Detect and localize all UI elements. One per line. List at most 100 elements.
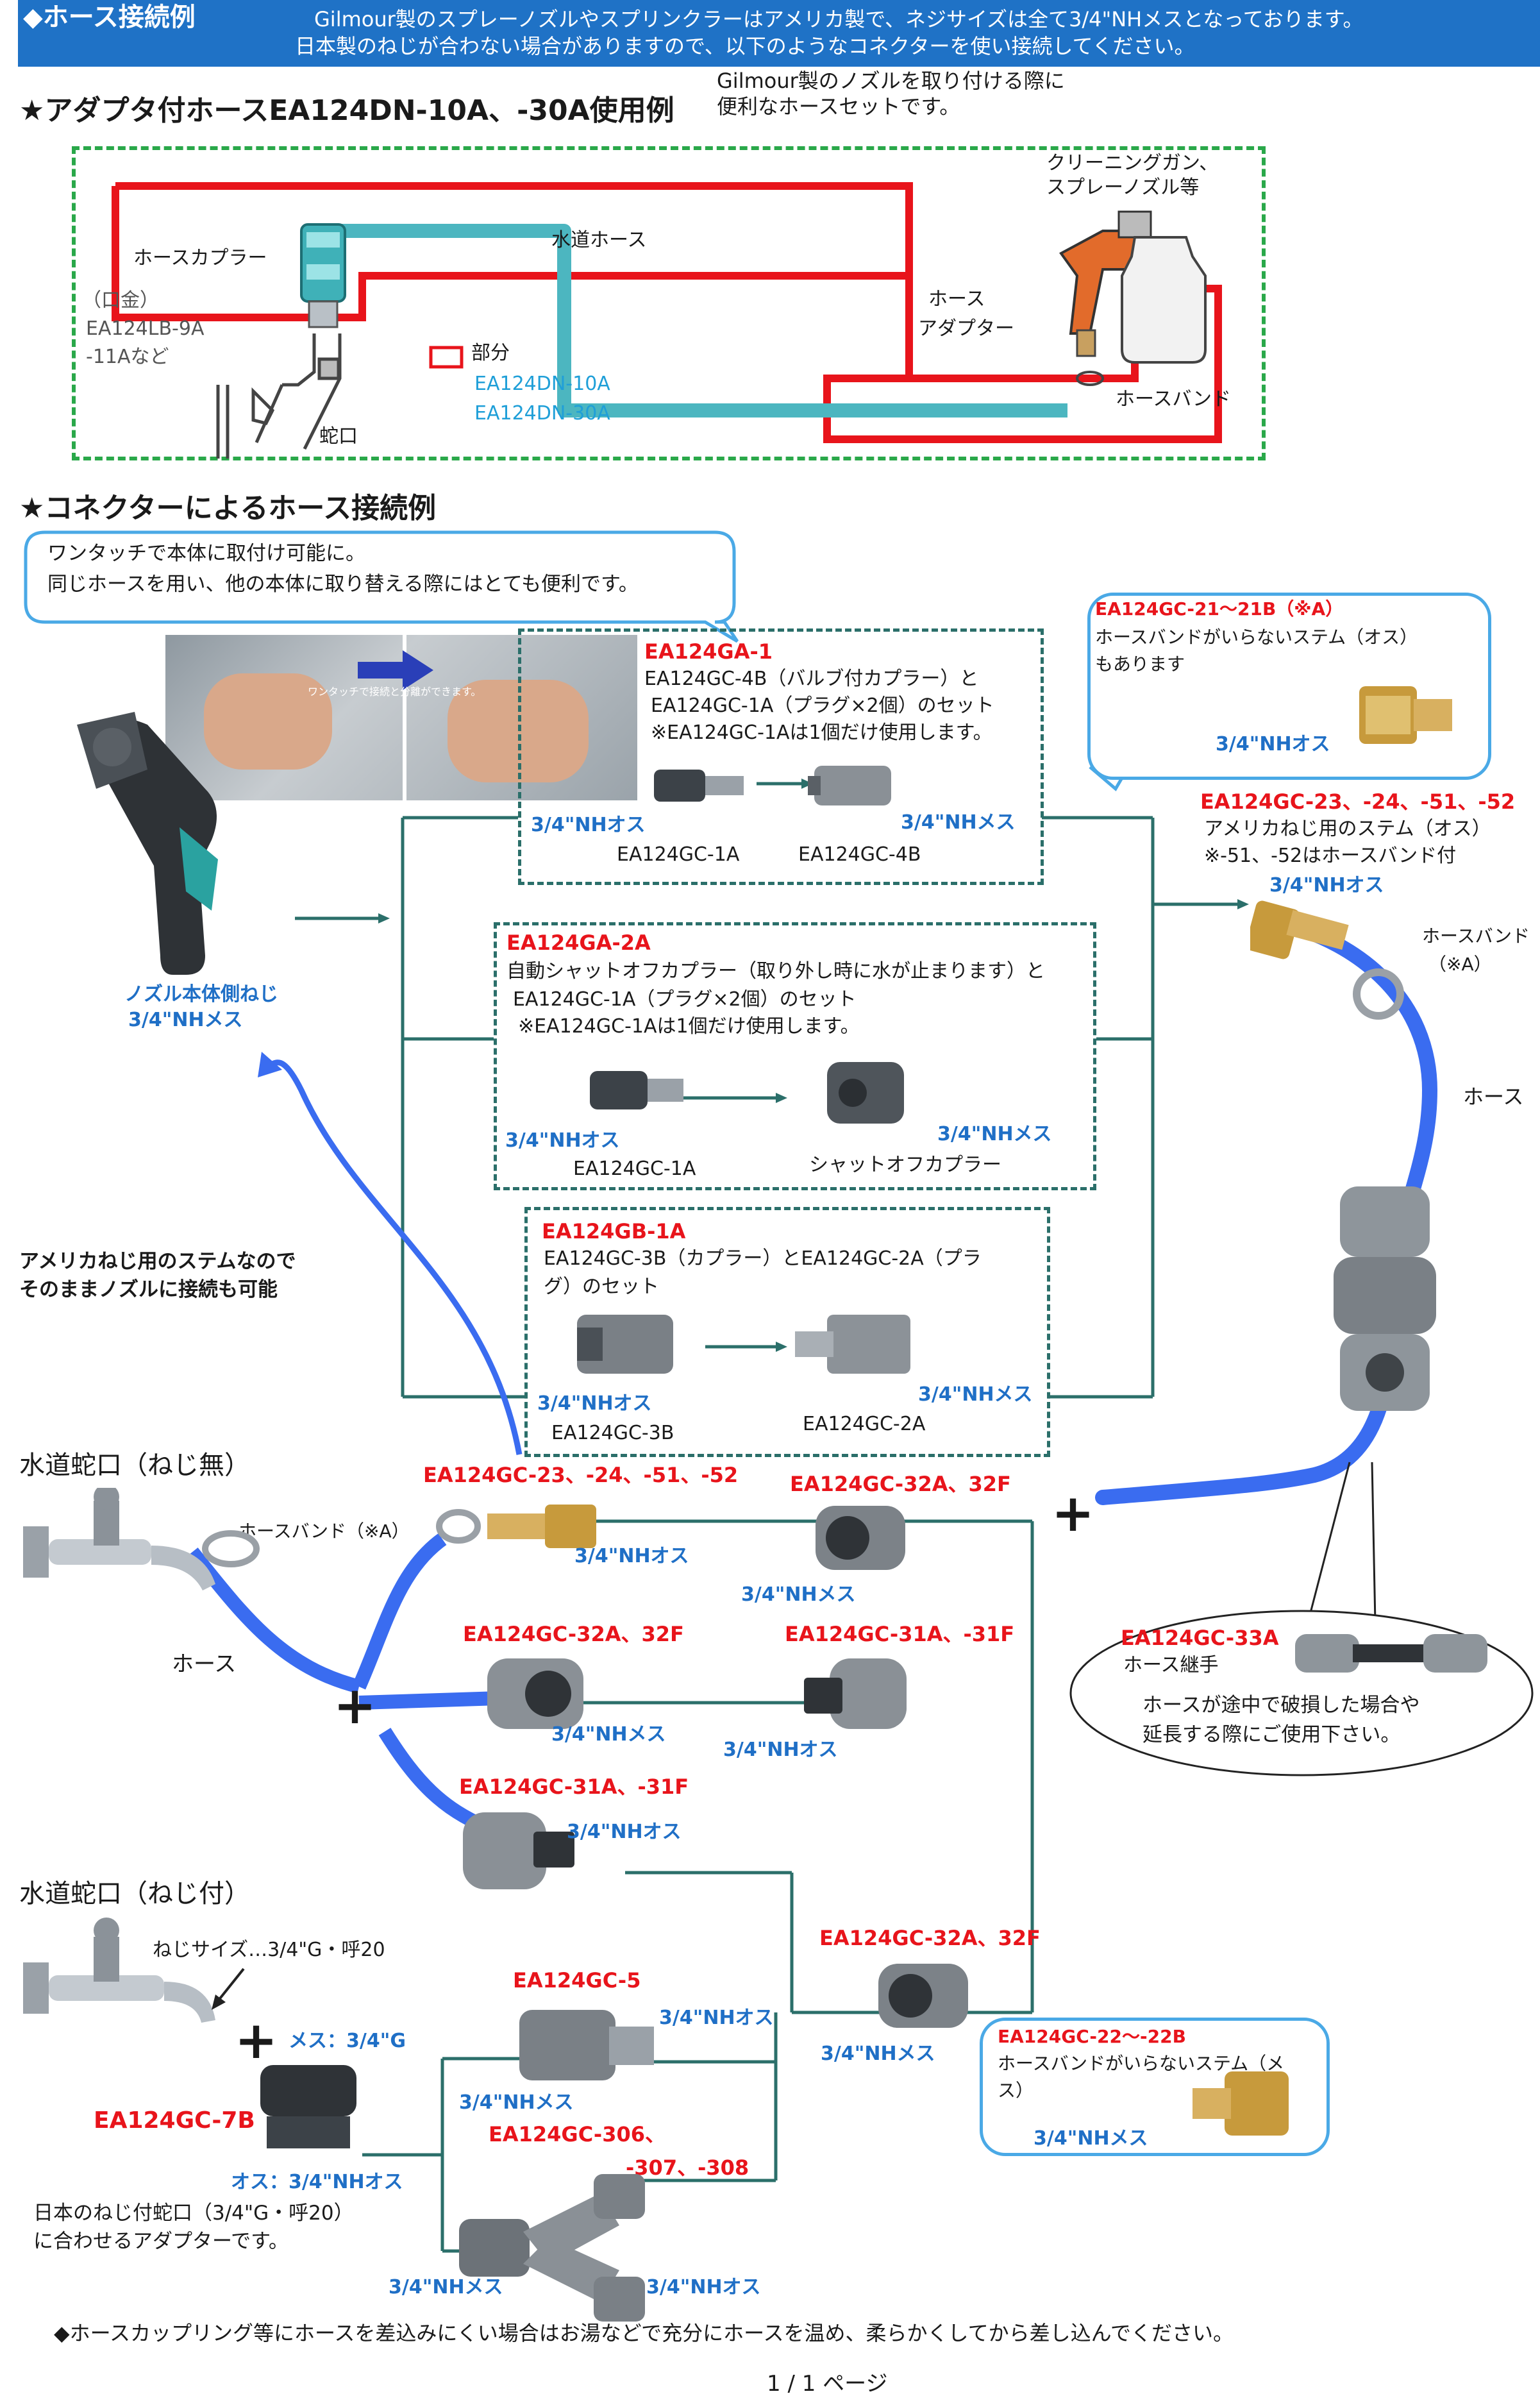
ga2a-code: EA124GA-2A: [506, 931, 651, 955]
gb1a-code: EA124GB-1A: [542, 1219, 686, 1244]
fp-gc31-low-icon: [463, 1812, 574, 1889]
ga2a-shutoff-icon: [827, 1062, 904, 1124]
gc33-name: ホース継手: [1123, 1654, 1219, 1676]
gc21-bubble: [1087, 593, 1491, 780]
fp-gc31-low: EA124GC-31A、-31F: [459, 1775, 689, 1799]
label-hose-band: ホースバンド: [1116, 388, 1231, 410]
ft-osu: オス：3/4"NHオス: [231, 2171, 403, 2193]
ga2a-line3: ※EA124GC-1Aは1個だけ使用します。: [518, 1015, 860, 1038]
fp-stem-icon: [487, 1505, 596, 1548]
ft-gc306-1: EA124GC-306、: [489, 2122, 665, 2146]
faucet-plain-hose: ホース: [172, 1651, 237, 1677]
gc21-stem-icon: [1359, 686, 1452, 744]
label-hose-coupler: ホースカプラー: [133, 247, 267, 269]
ft-gc306-2: -307、-308: [626, 2155, 749, 2180]
fp-gc31-mid-icon: [804, 1658, 907, 1729]
gb1a-line1: EA124GC-3B（カプラー）とEA124GC-2A（プラ: [544, 1247, 982, 1270]
ft-gc5-in: 3/4"NHメス: [459, 2091, 574, 2114]
y-connector-icon: [459, 2174, 645, 2322]
ga2a-left-thread: 3/4"NHオス: [505, 1129, 620, 1152]
ga1-line1: EA124GC-4B（バルブ付カプラー）と: [644, 668, 979, 690]
hose-mender-icon: [1334, 1186, 1436, 1411]
faucet-thread-icon: [23, 1918, 215, 2023]
fp-gc32-mid-icon: [487, 1658, 583, 1729]
gb1a-coupler-icon: [577, 1315, 673, 1374]
ga2a-right-thread: 3/4"NHメス: [937, 1123, 1052, 1145]
ga2a-box: [494, 922, 1096, 1190]
label-kuchigane-3: -11Aなど: [86, 346, 169, 368]
ft-size: ねじサイズ…3/4"G・呼20: [153, 1939, 385, 1961]
label-gun-2: スプレーノズル等: [1046, 176, 1200, 199]
gc23-right-hose: ホース: [1463, 1084, 1524, 1109]
header-desc-line2: 日本製のねじが合わない場合がありますので、以下のようなコネクターを使い接続してく…: [295, 34, 1195, 58]
section1-note-line1: Gilmour製のノズルを取り付ける際に: [717, 69, 1065, 93]
ga1-left-name: EA124GC-1A: [617, 843, 740, 866]
america-note-2: そのままノズルに接続も可能: [19, 1278, 278, 1301]
fp-gc23-thread: 3/4"NHオス: [574, 1545, 689, 1567]
plus-sign-2: +: [333, 1676, 377, 1735]
spray-gun-icon: [1059, 210, 1207, 386]
thread-pointer-arrow-icon: [212, 1968, 245, 2010]
gc23-right-code: EA124GC-23、-24、-51、-52: [1200, 789, 1516, 814]
gc23-right-band-icon: [1353, 968, 1404, 1020]
ga1-left-thread: 3/4"NHオス: [531, 814, 646, 836]
faucet-plain-icon: [23, 1488, 215, 1590]
label-part: 部分: [471, 342, 510, 364]
ft-gc32-low-thread: 3/4"NHメス: [821, 2043, 935, 2065]
section1-title: ★アダプタ付ホースEA124DN-10A、-30A使用例: [19, 94, 674, 127]
gc23-right-stem-icon: [1250, 900, 1349, 959]
fp-band-icon: [436, 1509, 481, 1544]
gb1a-left-name: EA124GC-3B: [551, 1422, 674, 1444]
gc7b-adapter-icon: [260, 2065, 356, 2148]
label-dn10: EA124DN-10A: [474, 373, 610, 395]
ft-gc7b: EA124GC-7B: [94, 2107, 255, 2134]
label-water-hose: 水道ホース: [551, 229, 647, 251]
fp-gc32-mid: EA124GC-32A、32F: [463, 1622, 684, 1646]
gc33-line1: ホースが途中で破損した場合や: [1142, 1694, 1420, 1717]
fp-gc23: EA124GC-23、-24、-51、-52: [423, 1463, 739, 1487]
label-kuchigane-1: （口金）: [82, 289, 159, 312]
gc23-right-line1: アメリカねじ用のステム（オス）: [1204, 818, 1491, 840]
gc23-right-band-1: ホースバンド: [1422, 925, 1530, 947]
label-kuchigane-2: EA124LB-9A: [86, 317, 205, 340]
header-title: ◆ホース接続例: [23, 3, 196, 32]
ga1-right-thread: 3/4"NHメス: [901, 811, 1016, 834]
gc22-line2: ス）: [998, 2080, 1034, 2101]
nozzle-label-2: 3/4"NHメス: [128, 1009, 243, 1031]
gc21-line2: もあります: [1095, 653, 1185, 675]
gc21-code: EA124GC-21～21B（※A）: [1095, 598, 1344, 620]
ga2a-plug-icon: [590, 1071, 683, 1109]
ga2a-line1: 自動シャットオフカプラー（取り外し時に水が止まります）と: [506, 960, 1045, 982]
ft-mesu: メス：3/4"G: [289, 2030, 406, 2052]
label-adapter-2: アダプター: [918, 317, 1014, 340]
ga1-plug-icon: [654, 770, 744, 802]
fp-gc32-top-icon: [816, 1506, 905, 1570]
fp-gc32-mid-thread: 3/4"NHメス: [551, 1723, 666, 1746]
header-bar: [18, 0, 1540, 67]
gb1a-plug-icon: [795, 1315, 910, 1374]
ga1-coupler-icon: [808, 766, 891, 805]
bubble-line1: ワンタッチで本体に取付け可能に。: [47, 542, 365, 565]
america-note-1: アメリカねじ用のステムなので: [19, 1250, 296, 1273]
gc22-stem-icon: [1193, 2071, 1289, 2136]
faucet-plain-band-icon: [202, 1530, 260, 1567]
ga2a-right-name: シャットオフカプラー: [809, 1154, 1001, 1176]
gc23-right-band-2: （※A）: [1428, 954, 1492, 975]
section1-frame: [72, 146, 1266, 460]
faucet-thread-title: 水道蛇口（ねじ付）: [19, 1879, 250, 1909]
label-jaguchi: 蛇口: [319, 425, 358, 448]
arrow-right-icon: [358, 650, 433, 690]
gc5-connector-icon: [519, 2010, 654, 2080]
ga1-box: [518, 628, 1044, 885]
gc22-code: EA124GC-22～-22B: [998, 2026, 1186, 2047]
label-gun-1: クリーニングガン、: [1046, 152, 1219, 174]
header-desc-line1: Gilmour製のスプレーノズルやスプリンクラーはアメリカ製で、ネジサイズは全て…: [314, 7, 1364, 31]
label-adapter-1: ホース: [928, 288, 985, 310]
footer-note: ◆ホースカップリング等にホースを差込みにくい場合はお湯などで充分にホースを温め、…: [54, 2321, 1234, 2345]
spray-nozzle-icon: [77, 712, 218, 975]
gb1a-right-name: EA124GC-2A: [803, 1413, 926, 1435]
gb1a-box: [524, 1207, 1050, 1457]
footer-page: 1 / 1 ページ: [767, 2371, 888, 2397]
